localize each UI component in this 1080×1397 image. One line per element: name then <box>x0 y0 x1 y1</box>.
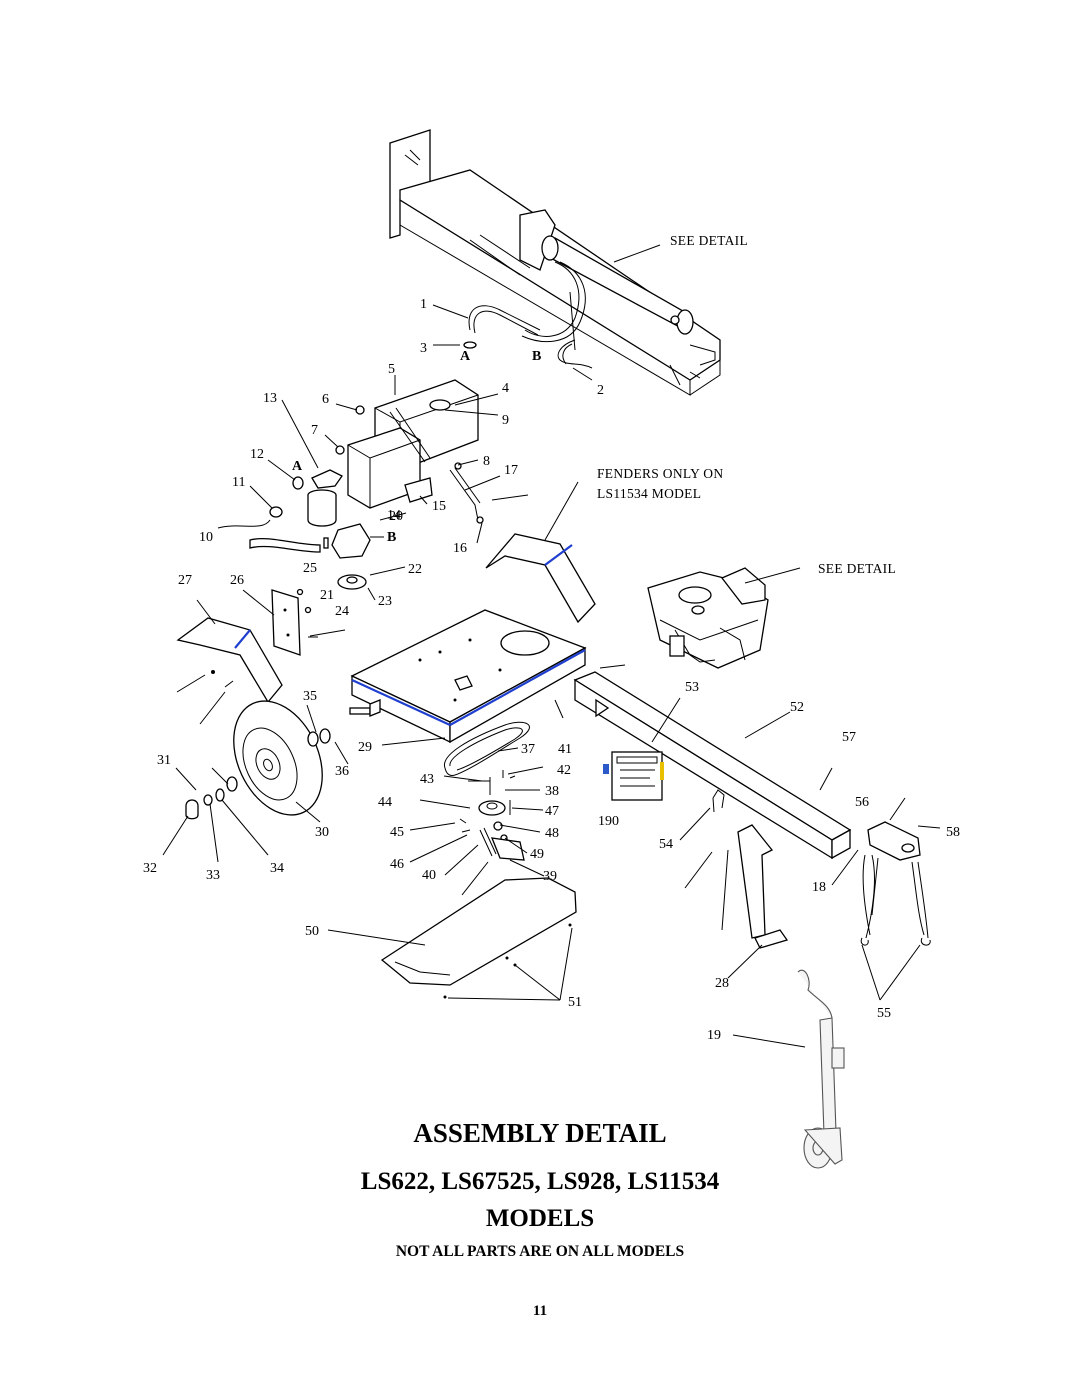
fender-bracket-26 <box>271 588 318 656</box>
part-number-labels: 1 2 3 4 5 6 7 8 9 10 11 12 13 14 15 16 1… <box>143 297 960 1043</box>
callout-fenders-line2: LS11534 MODEL <box>597 486 701 501</box>
page-subtitle: NOT ALL PARTS ARE ON ALL MODELS <box>395 1243 685 1260</box>
beam-assembly <box>389 129 721 396</box>
part-number: 15 <box>432 499 446 514</box>
part-number: 54 <box>659 837 673 852</box>
platform-base <box>349 609 587 744</box>
part-number: 2 <box>597 383 604 398</box>
wheel-assembly <box>185 700 331 820</box>
part-number: 7 <box>311 423 318 438</box>
part-number: 190 <box>598 814 619 829</box>
part-number: 41 <box>558 742 572 757</box>
part-number: 23 <box>378 594 392 609</box>
stand-28 <box>712 789 789 949</box>
part-number: 51 <box>568 995 582 1010</box>
part-number: 27 <box>178 573 192 588</box>
trailer-tongue-53 <box>573 671 852 860</box>
hose-end-a-label: A <box>460 349 471 364</box>
part-number: 14 <box>387 508 401 523</box>
pump-end-b-label: B <box>387 530 396 545</box>
part-number: 39 <box>543 869 557 884</box>
part-number: 17 <box>504 463 518 478</box>
hose-end-b-label: B <box>532 349 541 364</box>
part-number: 43 <box>420 772 434 787</box>
part-number: 48 <box>545 826 559 841</box>
part-number: 58 <box>946 825 960 840</box>
models-line-2: MODELS <box>485 1205 595 1232</box>
part-number: 26 <box>230 573 244 588</box>
engine <box>647 567 769 669</box>
part-number: 46 <box>390 857 404 872</box>
part-number: 3 <box>420 341 427 356</box>
valve-end-a-label: A <box>292 459 303 474</box>
jack-19 <box>797 969 845 1169</box>
part-number: 29 <box>358 740 372 755</box>
part-number: 16 <box>453 541 467 556</box>
part-number: 20 <box>389 509 403 524</box>
part-number: 22 <box>408 562 422 577</box>
part-number: 56 <box>855 795 869 810</box>
part-number: 42 <box>557 763 571 778</box>
part-number: 57 <box>842 730 856 745</box>
coupler-56 <box>860 821 931 946</box>
part-number: 45 <box>390 825 404 840</box>
leader-lines <box>162 244 941 1048</box>
part-number: 10 <box>199 530 213 545</box>
clutch-assembly <box>459 770 525 861</box>
part-number: 47 <box>545 804 559 819</box>
part-number: 53 <box>685 680 699 695</box>
part-number: 34 <box>270 861 284 876</box>
part-number: 12 <box>250 447 264 462</box>
part-number: 55 <box>877 1006 891 1021</box>
page-number: 11 <box>532 1303 548 1319</box>
part-number: 21 <box>320 588 334 603</box>
part-number: 1 <box>420 297 427 312</box>
part-number: 24 <box>335 604 349 619</box>
drive-belt-37 <box>444 721 530 776</box>
models-line-1: LS622, LS67525, LS928, LS11534 <box>360 1168 720 1195</box>
part-number: 30 <box>315 825 329 840</box>
part-number: 32 <box>143 861 157 876</box>
tank-assembly <box>217 379 484 590</box>
hoses-1-2 <box>463 305 593 369</box>
part-number: 5 <box>388 362 395 377</box>
part-number: 19 <box>707 1028 721 1043</box>
fender-27 <box>176 617 283 704</box>
part-number: 11 <box>232 475 245 490</box>
part-number: 18 <box>812 880 826 895</box>
page-title: ASSEMBLY DETAIL <box>413 1118 667 1148</box>
callout-see-detail-engine: SEE DETAIL <box>818 561 896 576</box>
part-number: 33 <box>206 868 220 883</box>
part-number: 6 <box>322 392 329 407</box>
part-number: 28 <box>715 976 729 991</box>
part-number: 36 <box>335 764 349 779</box>
part-number: 52 <box>790 700 804 715</box>
part-number: 35 <box>303 689 317 704</box>
part-number: 25 <box>303 561 317 576</box>
callouts: SEE DETAIL FENDERS ONLY ON LS11534 MODEL… <box>292 233 896 576</box>
part-number: 9 <box>502 413 509 428</box>
part-number: 8 <box>483 454 490 469</box>
part-number: 40 <box>422 868 436 883</box>
callout-fenders-line1: FENDERS ONLY ON <box>597 466 723 481</box>
part-number: 38 <box>545 784 559 799</box>
part-number: 31 <box>157 753 171 768</box>
part-number: 37 <box>521 742 535 757</box>
part-number: 44 <box>378 795 392 810</box>
callout-see-detail-beam: SEE DETAIL <box>670 233 748 248</box>
fender-16 <box>485 533 596 624</box>
part-number: 4 <box>502 381 509 396</box>
part-number: 49 <box>530 847 544 862</box>
belt-guard-50 <box>380 877 577 999</box>
part-number: 50 <box>305 924 319 939</box>
part-number: 13 <box>263 391 277 406</box>
